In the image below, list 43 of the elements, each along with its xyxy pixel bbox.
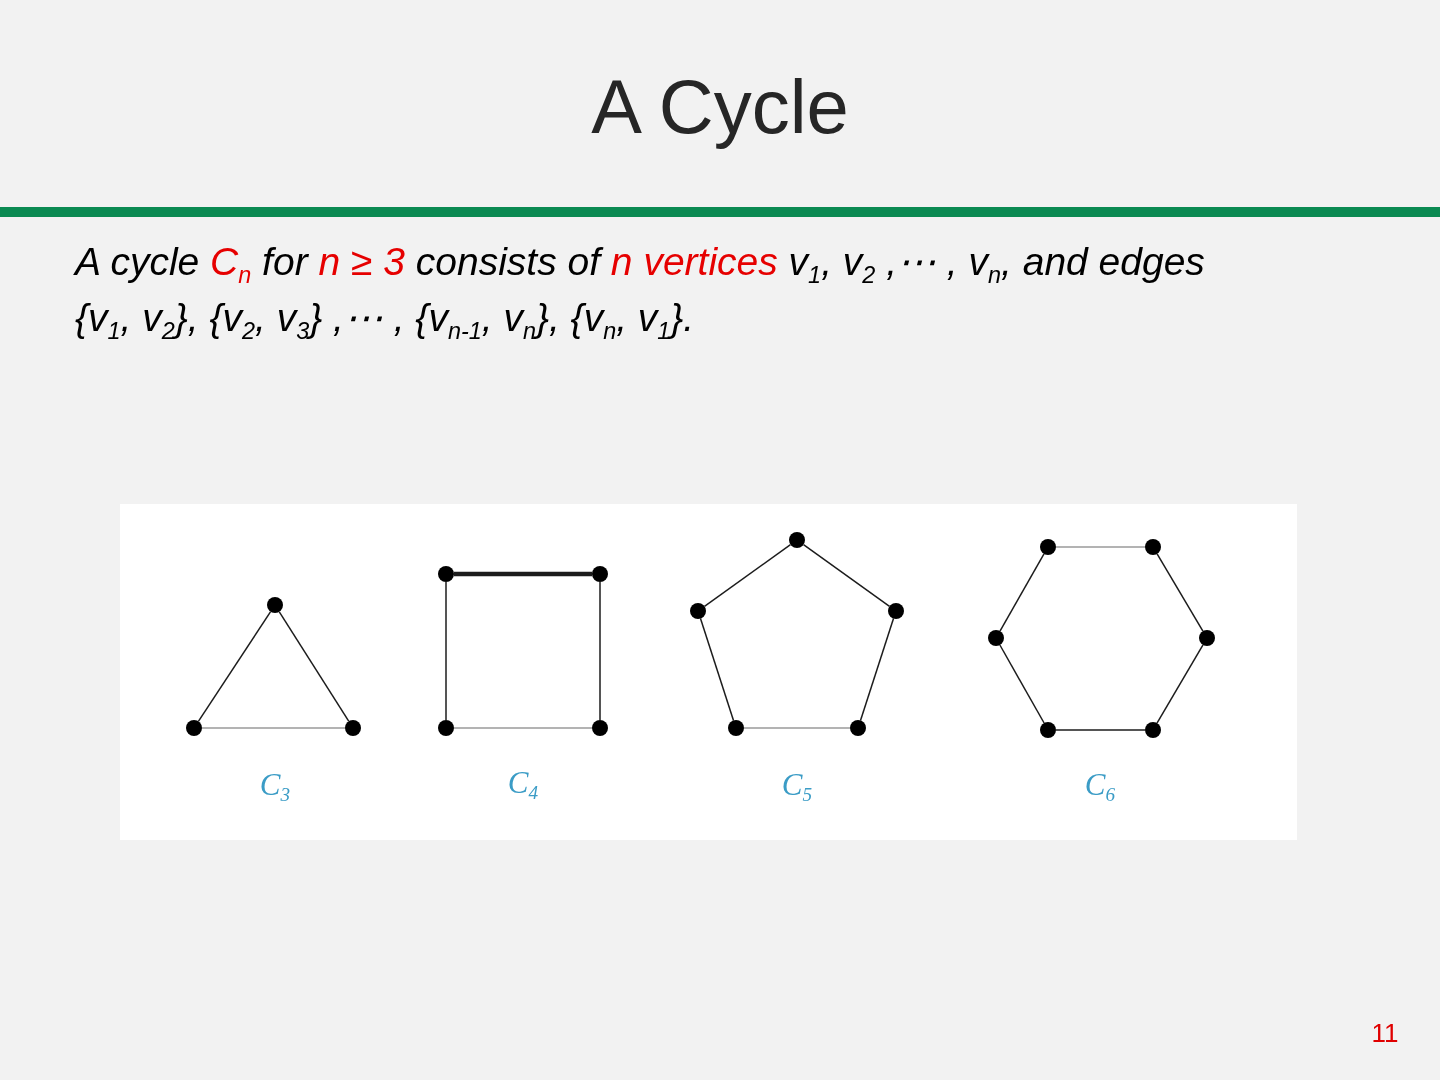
graph-label: C$_{5}$ [781,767,813,803]
vertex-dot [1040,539,1056,555]
vertex-dot [592,566,608,582]
graph-label: C$_{4}$ [507,765,539,801]
edge-line [445,581,447,721]
edge-line [999,553,1045,632]
edge-line [1156,553,1204,632]
edge-line [454,571,592,577]
vertex-dot [1199,630,1215,646]
edge-line [699,617,735,722]
edge-line [1156,644,1204,724]
vertex-dot [1040,722,1056,738]
vertex-dot [186,720,202,736]
edge-line [743,727,851,729]
edge-line [197,610,272,723]
vertex-dot [988,630,1004,646]
edge-line [1055,546,1146,548]
vertex-dot [888,603,904,619]
vertex-dot [850,720,866,736]
edge-line [1055,729,1146,731]
vertex-dot [728,720,744,736]
definition-text: A cycle C$_{n}$ for n ≥ 3 consists of n vertices v$_{1}$, v$_{2}$ ,⋯ , v$_{n}$, and edges {v$_{1}$, v$_{2}$}, {v$_{2}$, v$_{3}$} ,⋯ , {v$_{n-1}$, v$_{n}$}, {v$_{n}$, v$_{1}$}. [75,239,1206,346]
vertex-dot [438,720,454,736]
vertex-dot [1145,722,1161,738]
vertex-dot [1145,539,1161,555]
vertex-dot [592,720,608,736]
graph-label: C$_{6}$ [1084,767,1116,803]
vertex-dot [438,566,454,582]
edge-line [999,644,1045,724]
edge-line [859,617,895,722]
slide-title: A Cycle [591,63,849,151]
page-number: 11 [1371,1018,1399,1048]
vertex-dot [789,532,805,548]
vertex-dot [267,597,283,613]
graph-label: C$_{3}$ [259,767,291,803]
edge-line [201,727,346,729]
edge-line [703,543,792,608]
vertex-dot [690,603,706,619]
edge-line [802,543,891,608]
edge-line [278,611,350,722]
vertex-dot [345,720,361,736]
edge-line [599,581,601,721]
edge-line [453,727,593,729]
